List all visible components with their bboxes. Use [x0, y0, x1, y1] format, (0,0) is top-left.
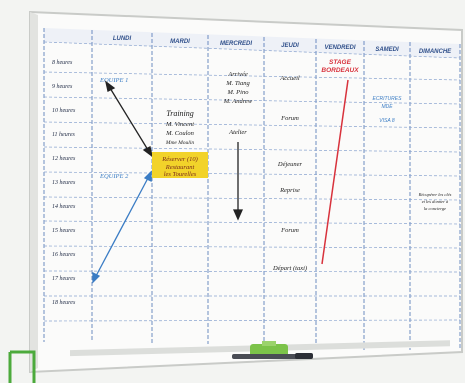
lundi-notes: EQUIPE 1 EQUIPE 2	[99, 77, 129, 180]
hour-labels: 8 heures 9 heures 10 heures 11 heures 12…	[52, 60, 76, 306]
sticky-line: les Tourelles	[164, 171, 197, 178]
attendee-label: Mme Moulin	[165, 140, 195, 146]
accueil-label: Accueil	[279, 75, 300, 82]
header-lundi: LUNDI	[113, 36, 132, 42]
arrivee-label: Arrivée	[227, 71, 248, 78]
dimanche-line: la concierge	[424, 206, 446, 211]
mercredi-notes: Arrivée M. Tiang M. Pino M. Andrew Ateli…	[223, 71, 253, 136]
samedi-line: MDE	[381, 104, 393, 110]
header-dimanche: DIMANCHE	[419, 49, 452, 55]
header-mardi: MARDI	[170, 39, 190, 45]
hour-label: 18 heures	[52, 300, 76, 306]
jeudi-notes: Accueil Forum Déjeuner Reprise Forum Dép…	[272, 75, 307, 272]
dimanche-line: et les donner à	[422, 199, 449, 204]
mardi-notes: Training M. Vincent M. Coulon Mme Moulin	[165, 109, 195, 146]
sticky-note	[152, 152, 208, 178]
hour-label: 10 heures	[52, 108, 76, 114]
hour-label: 14 heures	[52, 203, 76, 210]
black-arrow	[104, 80, 154, 158]
equipe-2-label: EQUIPE 2	[99, 173, 129, 180]
header-samedi: SAMEDI	[375, 47, 399, 53]
bottom-left-corner-frame	[8, 350, 36, 383]
down-arrow	[232, 142, 244, 221]
board-shadow	[30, 12, 38, 372]
blue-arrow	[92, 170, 152, 284]
hour-label: 12 heures	[52, 156, 76, 162]
grid-columns	[43, 28, 461, 350]
hour-label: 11 heures	[52, 132, 75, 138]
sticky-note-text: Réserver (10) Restaurant les Tourelles	[161, 156, 198, 178]
hour-label: 8 heures	[52, 60, 73, 66]
hour-label: 15 heures	[52, 228, 76, 234]
reprise-label: Reprise	[279, 187, 300, 194]
hour-label: 16 heures	[52, 252, 76, 258]
vendredi-notes: STAGE BORDEAUX	[321, 59, 359, 74]
samedi-line: VISA 8	[379, 118, 395, 124]
header-jeudi: JEUDI	[281, 43, 299, 49]
whiteboard	[29, 10, 463, 374]
samedi-notes: ECRITURES MDE VISA 8	[373, 96, 403, 124]
dejeuner-label: Déjeuner	[277, 161, 303, 168]
hour-label: 17 heures	[52, 276, 76, 282]
stage-label: STAGE	[329, 59, 352, 66]
atelier-label: Atelier	[228, 129, 247, 136]
samedi-line: ECRITURES	[373, 96, 403, 102]
forum-label: Forum	[280, 227, 299, 234]
attendee-label: M. Andrew	[223, 98, 253, 105]
sticky-line: Restaurant	[165, 164, 195, 171]
dimanche-notes: Récupérer les clés et les donner à la co…	[418, 192, 452, 211]
forum-label: Forum	[280, 115, 299, 122]
green-marker	[232, 341, 313, 359]
red-line	[321, 79, 349, 265]
attendee-label: M. Pino	[227, 89, 250, 96]
hour-label: 13 heures	[52, 180, 76, 186]
equipe-1-label: EQUIPE 1	[99, 77, 128, 84]
dimanche-line: Récupérer les clés	[418, 192, 452, 197]
column-headers: LUNDI MARDI MERCREDI JEUDI VENDREDI SAME…	[113, 36, 452, 55]
stage-label: BORDEAUX	[321, 67, 359, 74]
header-vendredi: VENDREDI	[324, 45, 355, 51]
attendee-label: M. Tiang	[225, 80, 250, 87]
depart-label: Départ (taxi)	[272, 265, 307, 272]
sticky-line: Réserver (10)	[161, 156, 198, 163]
attendee-label: M. Vincent	[165, 121, 194, 128]
grid-rows	[43, 41, 461, 322]
header-band	[44, 28, 460, 58]
attendee-label: M. Coulon	[165, 130, 194, 137]
header-mercredi: MERCREDI	[220, 41, 252, 47]
hour-label: 9 heures	[52, 84, 73, 90]
training-label: Training	[166, 109, 194, 118]
